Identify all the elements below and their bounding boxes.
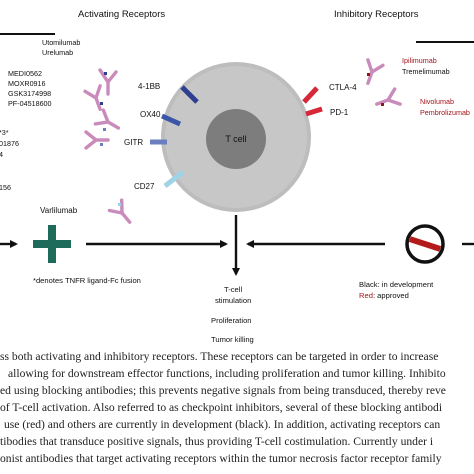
drug-urelumab: Urelumab	[42, 48, 74, 57]
drug-varlilumab: Varlilumab	[40, 206, 78, 215]
plus-icon	[33, 225, 71, 263]
receptor-label-pd1: PD-1	[330, 108, 349, 117]
outcome-t-cell: T-cell	[224, 285, 243, 294]
no-sign-icon	[405, 224, 445, 264]
drug-moxr0916: MOXR0916	[8, 79, 46, 88]
t-cell-nucleus	[206, 109, 266, 169]
drug-pembrolizumab: Pembrolizumab	[420, 108, 470, 117]
activating-receptors-header: Activating Receptors	[78, 9, 166, 20]
drug-partial-1: *3*	[0, 128, 9, 137]
antibody-icon	[107, 198, 132, 224]
legend-approved: Red: approved	[359, 291, 409, 300]
footnote: *denotes TNFR ligand-Fc fusion	[33, 276, 141, 285]
t-cell: T cell	[161, 62, 311, 212]
antibody-icon	[83, 84, 102, 111]
drug-tremelimumab: Tremelimumab	[402, 67, 450, 76]
receptor-pd1: PD-1	[305, 106, 349, 117]
drug-partial-4: 156	[0, 183, 11, 192]
drug-medi0562: MEDI0562	[8, 69, 42, 78]
antibody-tip	[100, 143, 103, 146]
antibody-tip	[381, 103, 384, 106]
antibody-tip	[118, 203, 121, 206]
outcome-stimulation: stimulation	[215, 296, 252, 305]
drug-utomilumab: Utomilumab	[42, 38, 81, 47]
antibody-icon	[84, 130, 110, 150]
legend-approved-text: : approved	[372, 291, 409, 300]
receptor-label-gitr: GITR	[124, 138, 143, 147]
receptor-label-cd27: CD27	[134, 182, 155, 191]
caption-line: ed using blocking antibodies; this preve…	[0, 384, 446, 397]
receptor-cd27: CD27	[134, 170, 185, 191]
receptor-ctla4: CTLA-4	[302, 83, 357, 104]
drug-gsk3174998: GSK3174998	[8, 89, 52, 98]
receptor-ox40: OX40	[140, 110, 182, 127]
outcome-tumor-killing: Tumor killing	[211, 335, 254, 344]
legend-in-development: Black: in development	[359, 280, 434, 289]
antibody-icon	[98, 68, 118, 96]
antibody-tip	[103, 128, 106, 131]
outcome-proliferation: Proliferation	[211, 316, 252, 325]
antibody-tip	[367, 73, 370, 76]
antibody-tip	[100, 102, 103, 105]
figure-caption: ss both activating and inhibitory recept…	[0, 348, 474, 474]
caption-line: use (red) and others are currently in de…	[4, 418, 441, 431]
antibody-icon	[375, 87, 402, 106]
t-cell-label: T cell	[225, 134, 246, 144]
drug-nivolumab: Nivolumab	[420, 97, 454, 106]
left-bracket-line	[0, 33, 55, 35]
caption-line: of T-cell activation. Also referred to a…	[0, 401, 443, 414]
receptor-label-ox40: OX40	[140, 110, 161, 119]
drug-partial-2: 01876	[0, 139, 19, 148]
caption-line: onist antibodies that target activating …	[0, 452, 442, 465]
caption-line: allowing for downstream effector functio…	[8, 367, 446, 380]
inhibitory-receptors-header: Inhibitory Receptors	[334, 9, 419, 20]
diagram-canvas: T cell 4-1BB OX40 GITR CD27 CTLA-4 PD-1	[0, 58, 474, 276]
drug-partial-3: 4	[0, 150, 3, 159]
drug-ipilimumab: Ipilimumab	[402, 56, 437, 65]
antibody-icon	[93, 108, 121, 130]
receptor-label-4-1bb: 4-1BB	[138, 82, 160, 91]
receptor-4-1bb: 4-1BB	[138, 82, 199, 104]
antibody-icon	[366, 58, 385, 85]
caption-line: tibodies that transduce positive signals…	[0, 435, 434, 448]
right-bracket-line	[416, 41, 474, 43]
receptor-label-ctla4: CTLA-4	[329, 83, 357, 92]
receptor-gitr: GITR	[124, 138, 167, 147]
caption-line: ss both activating and inhibitory recept…	[0, 350, 439, 363]
legend-red-word: Red	[359, 291, 373, 300]
drug-pf04518600: PF-04518600	[8, 99, 52, 108]
antibody-tip	[104, 72, 107, 75]
